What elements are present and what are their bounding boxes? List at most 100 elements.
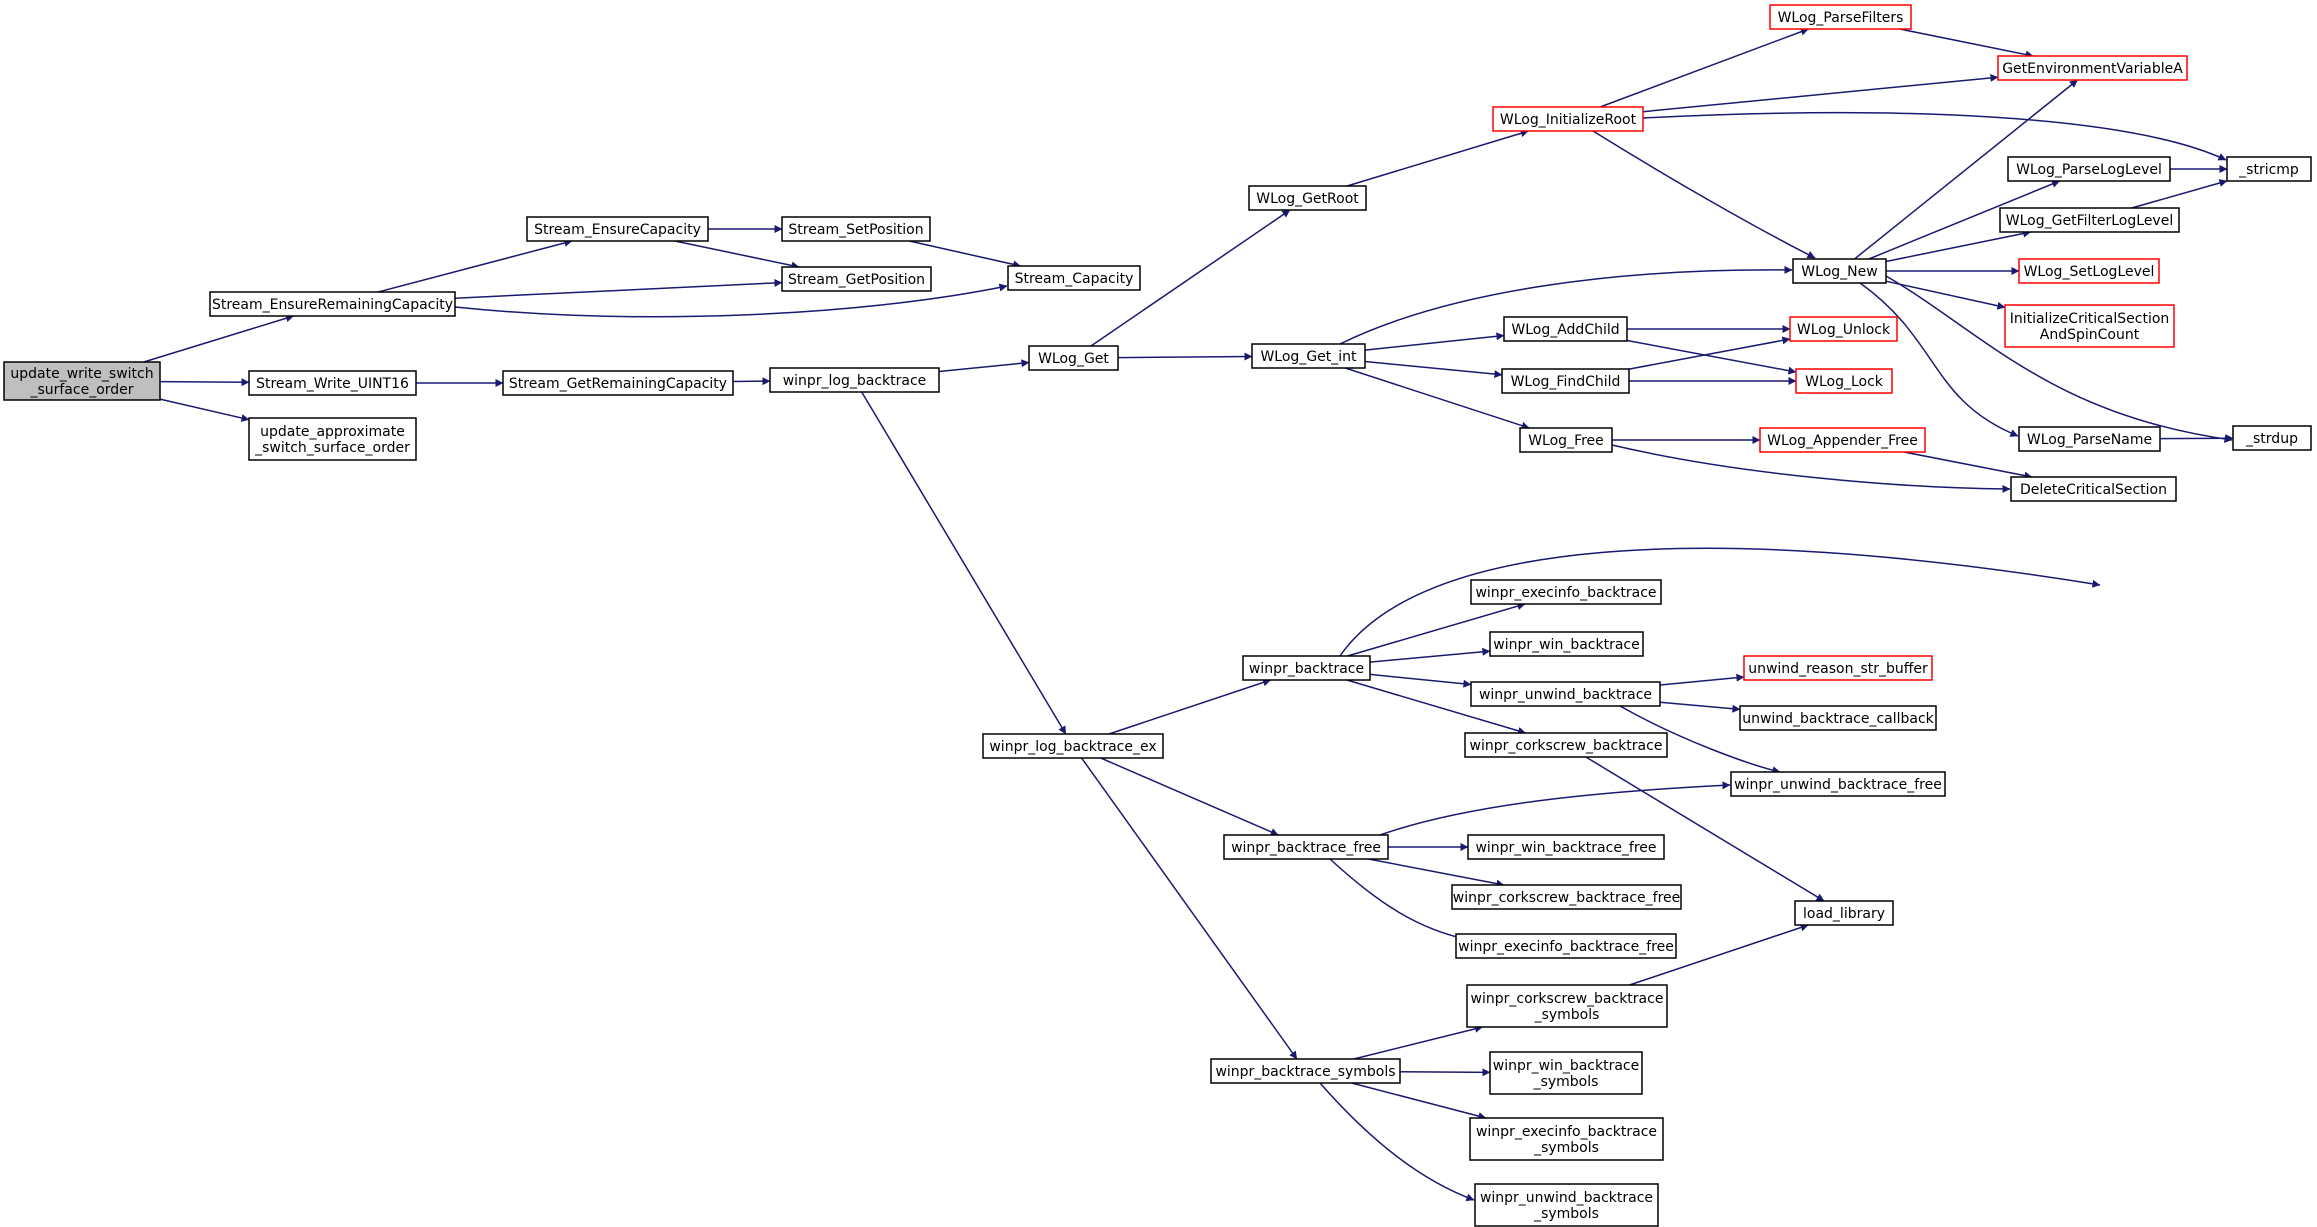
node-label: WLog_Get_int: [1260, 349, 1357, 365]
node-box: [1789, 316, 1898, 342]
node-box: [1469, 1117, 1664, 1161]
node-label: winpr_corkscrew_backtrace: [1470, 738, 1663, 754]
node-WLog_New[interactable]: WLog_New: [1792, 258, 1887, 284]
edge-arrow: [1592, 130, 1816, 259]
node-winpr_execinfo_backtrace_symbols[interactable]: winpr_execinfo_backtrace_symbols: [1469, 1117, 1664, 1161]
edge-winpr_log_backtrace_ex-to-winpr_backtrace_symbols: [1080, 757, 1298, 1060]
node-Stream_EnsureCapacity[interactable]: Stream_EnsureCapacity: [526, 216, 709, 242]
node-_stricmp[interactable]: _stricmp: [2226, 156, 2312, 182]
edge-arrow: [938, 359, 1030, 373]
edge-arrow: [1364, 332, 1505, 351]
node-unwind_backtrace_callback[interactable]: unwind_backtrace_callback: [1739, 705, 1937, 731]
edge-arrow: [1885, 229, 2032, 263]
node-label: unwind_backtrace_callback: [1742, 711, 1934, 727]
node-box: [248, 370, 417, 396]
node-winpr_unwind_backtrace_free[interactable]: winpr_unwind_backtrace_free: [1730, 771, 1946, 797]
node-box: [1489, 1051, 1643, 1095]
node-winpr_log_backtrace_ex[interactable]: winpr_log_backtrace_ex: [982, 733, 1164, 759]
node-box: [526, 216, 709, 242]
node-Stream_GetPosition[interactable]: Stream_GetPosition: [781, 266, 932, 292]
node-label: unwind_reason_str_buffer: [1748, 661, 1928, 677]
edge-arrow: [1339, 265, 1793, 345]
edge-arrow: [1642, 73, 1999, 113]
node-_strdup[interactable]: _strdup: [2232, 425, 2312, 451]
node-Stream_Capacity[interactable]: Stream_Capacity: [1007, 265, 1141, 291]
node-unwind_reason_str_buffer[interactable]: unwind_reason_str_buffer: [1743, 655, 1933, 681]
node-winpr_unwind_backtrace[interactable]: winpr_unwind_backtrace: [1470, 681, 1661, 707]
edge-WLog_FindChild-to-WLog_Unlock: [1628, 336, 1791, 370]
node-WLog_InitializeRoot[interactable]: WLog_InitializeRoot: [1492, 106, 1644, 132]
edge-arrow: [1353, 1024, 1483, 1060]
edge-WLog_InitializeRoot-to-WLog_ParseFilters: [1599, 27, 1809, 108]
node-winpr_win_backtrace_free[interactable]: winpr_win_backtrace_free: [1467, 834, 1665, 860]
node-WLog_Get_int[interactable]: WLog_Get_int: [1251, 343, 1366, 369]
edge-arrow: [1346, 129, 1529, 187]
edge-arrow: [1626, 339, 1797, 375]
node-winpr_corkscrew_backtrace_free[interactable]: winpr_corkscrew_backtrace_free: [1451, 884, 1682, 910]
node-WLog_Lock[interactable]: WLog_Lock: [1795, 368, 1893, 394]
node-box: [502, 370, 734, 396]
node-label: winpr_backtrace: [1249, 661, 1364, 677]
edge-arrow: [143, 314, 294, 363]
node-winpr_backtrace[interactable]: winpr_backtrace: [1242, 655, 1371, 681]
node-load_library[interactable]: load_library: [1794, 900, 1894, 926]
edge-arrow: [1345, 367, 1530, 430]
node-winpr_corkscrew_backtrace_symbols[interactable]: winpr_corkscrew_backtrace_symbols: [1466, 984, 1668, 1028]
node-GetEnvironmentVariableA[interactable]: GetEnvironmentVariableA: [1997, 55, 2188, 81]
node-winpr_log_backtrace[interactable]: winpr_log_backtrace: [769, 367, 940, 393]
node-winpr_backtrace_free[interactable]: winpr_backtrace_free: [1223, 834, 1389, 860]
node-WLog_Free[interactable]: WLog_Free: [1519, 427, 1613, 453]
node-winpr_execinfo_backtrace_free[interactable]: winpr_execinfo_backtrace_free: [1455, 933, 1677, 959]
node-winpr_win_backtrace_symbols[interactable]: winpr_win_backtrace_symbols: [1489, 1051, 1643, 1095]
node-WLog_AddChild[interactable]: WLog_AddChild: [1503, 316, 1628, 342]
edge-Stream_EnsureRemainingCapacity-to-Stream_EnsureCapacity: [377, 239, 573, 293]
edge-arrow: [1599, 27, 1809, 108]
node-WLog_GetRoot[interactable]: WLog_GetRoot: [1248, 185, 1367, 211]
node-WLog_Unlock[interactable]: WLog_Unlock: [1789, 316, 1898, 342]
node-label: update_write_switch: [10, 366, 153, 382]
edge-arrow: [1339, 547, 2101, 657]
node-box: [2018, 258, 2160, 284]
node-Stream_GetRemainingCapacity[interactable]: Stream_GetRemainingCapacity: [502, 370, 734, 396]
edge-winpr_log_backtrace_ex-to-winpr_backtrace_free: [1100, 757, 1279, 836]
node-winpr_execinfo_backtrace[interactable]: winpr_execinfo_backtrace: [1470, 579, 1662, 605]
node-winpr_win_backtrace[interactable]: winpr_win_backtrace: [1489, 631, 1644, 657]
node-box: [982, 733, 1164, 759]
node-WLog_Get[interactable]: WLog_Get: [1028, 345, 1119, 371]
edge-arrow: [1885, 275, 2233, 443]
node-WLog_GetFilterLogLevel[interactable]: WLog_GetFilterLogLevel: [1999, 207, 2180, 233]
node-WLog_SetLogLevel[interactable]: WLog_SetLogLevel: [2018, 258, 2160, 284]
node-Stream_EnsureRemainingCapacity[interactable]: Stream_EnsureRemainingCapacity: [209, 291, 456, 317]
node-box: [1997, 55, 2188, 81]
node-label: _symbols: [1533, 1206, 1599, 1222]
node-box: [1455, 933, 1677, 959]
node-WLog_Appender_Free[interactable]: WLog_Appender_Free: [1759, 427, 1926, 453]
node-box: [1248, 185, 1367, 211]
node-update_write_switch_surface_order: update_write_switch_surface_order: [3, 361, 161, 401]
node-Stream_Write_UINT16[interactable]: Stream_Write_UINT16: [248, 370, 417, 396]
edge-arrow: [1619, 705, 1781, 775]
node-winpr_backtrace_symbols[interactable]: winpr_backtrace_symbols: [1210, 1058, 1401, 1084]
node-label: _symbols: [1533, 1140, 1599, 1156]
edge-WLog_Get_int-to-WLog_AddChild: [1364, 332, 1505, 351]
node-label: Stream_EnsureRemainingCapacity: [212, 297, 453, 313]
node-DeleteCriticalSection[interactable]: DeleteCriticalSection: [2010, 476, 2177, 502]
node-WLog_ParseLogLevel[interactable]: WLog_ParseLogLevel: [2007, 156, 2171, 182]
node-winpr_unwind_backtrace_symbols[interactable]: winpr_unwind_backtrace_symbols: [1474, 1183, 1659, 1227]
edge-WLog_Free-to-DeleteCriticalSection: [1611, 444, 2011, 493]
node-box: [1474, 1183, 1659, 1227]
node-WLog_ParseFilters[interactable]: WLog_ParseFilters: [1769, 4, 1912, 30]
node-label: winpr_log_backtrace: [783, 373, 927, 389]
node-label: _symbols: [1534, 1007, 1600, 1023]
edge-winpr_unwind_backtrace-to-unwind_reason_str_buffer: [1659, 673, 1745, 686]
node-box: [1242, 655, 1371, 681]
edge-arrow: [1899, 28, 2034, 59]
node-WLog_FindChild[interactable]: WLog_FindChild: [1501, 368, 1630, 394]
node-label: winpr_corkscrew_backtrace: [1471, 991, 1664, 1007]
node-update_approximate_switch_surface_order[interactable]: update_approximate_switch_surface_order: [248, 417, 417, 461]
node-label: WLog_Unlock: [1797, 322, 1891, 338]
node-winpr_corkscrew_backtrace[interactable]: winpr_corkscrew_backtrace: [1464, 732, 1668, 758]
node-Stream_SetPosition[interactable]: Stream_SetPosition: [781, 216, 931, 242]
node-WLog_ParseName[interactable]: WLog_ParseName: [2018, 426, 2161, 452]
